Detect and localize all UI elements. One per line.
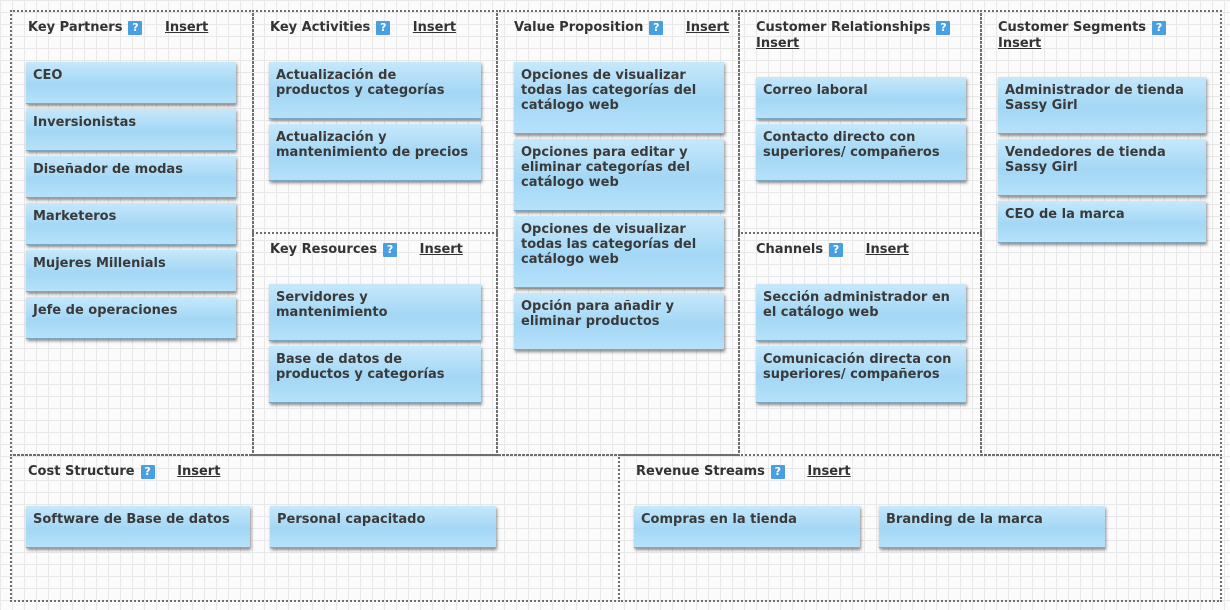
help-icon[interactable]: ? xyxy=(829,242,844,257)
section-title: Channels xyxy=(756,242,824,257)
sticky-note[interactable]: CEO xyxy=(26,62,236,104)
section-key-activities: Key Activities? Insert Actualización de … xyxy=(252,10,498,234)
help-icon[interactable]: ? xyxy=(128,20,143,35)
insert-link[interactable]: Insert xyxy=(177,464,221,479)
section-key-partners: Key Partners? Insert CEO Inversionistas … xyxy=(10,10,254,456)
help-icon[interactable]: ? xyxy=(936,20,951,35)
sticky-note[interactable]: Servidores y mantenimiento xyxy=(269,284,481,341)
insert-link[interactable]: Insert xyxy=(685,20,730,35)
section-title: Revenue Streams xyxy=(636,464,765,479)
sticky-note[interactable]: Correo laboral xyxy=(756,77,966,119)
sticky-note[interactable]: Sección administrador en el catálogo web xyxy=(756,284,966,341)
sticky-note[interactable]: Opciones para editar y eliminar categorí… xyxy=(514,139,724,211)
sticky-note[interactable]: Actualización y mantenimiento de precios xyxy=(269,124,481,181)
section-title: Key Partners xyxy=(28,20,123,35)
help-icon[interactable]: ? xyxy=(376,20,391,35)
help-icon[interactable]: ? xyxy=(140,464,155,479)
section-channels: Channels? Insert Sección administrador e… xyxy=(738,232,982,456)
sticky-note[interactable]: Diseñador de modas xyxy=(26,156,236,198)
section-title: Value Proposition xyxy=(514,20,644,35)
insert-link[interactable]: Insert xyxy=(412,20,457,35)
section-title: Customer Relationships xyxy=(756,20,931,35)
help-icon[interactable]: ? xyxy=(383,242,398,257)
sticky-note[interactable]: Opciones de visualizar todas las categor… xyxy=(514,216,724,288)
sticky-note[interactable]: Comunicación directa con superiores/ com… xyxy=(756,346,966,403)
sticky-note[interactable]: Contacto directo con superiores/ compañe… xyxy=(756,124,966,181)
section-title: Customer Segments xyxy=(998,20,1147,35)
sticky-note[interactable]: Jefe de operaciones xyxy=(26,297,236,339)
sticky-note[interactable]: Marketeros xyxy=(26,203,236,245)
section-title: Key Activities xyxy=(270,20,371,35)
section-customer-segments: Customer Segments? Insert Administrador … xyxy=(980,10,1222,456)
sticky-note[interactable]: Personal capacitado xyxy=(270,506,496,548)
sticky-note[interactable]: Software de Base de datos xyxy=(26,506,250,548)
insert-link[interactable]: Insert xyxy=(998,36,1042,51)
sticky-note[interactable]: Vendedores de tienda Sassy Girl xyxy=(998,139,1206,196)
sticky-note[interactable]: Compras en la tienda xyxy=(634,506,860,548)
sticky-note[interactable]: Opciones de visualizar todas las categor… xyxy=(514,62,724,134)
help-icon[interactable]: ? xyxy=(1152,20,1167,35)
section-title: Key Resources xyxy=(270,242,378,257)
sticky-note[interactable]: Branding de la marca xyxy=(879,506,1105,548)
insert-link[interactable]: Insert xyxy=(807,464,851,479)
sticky-note[interactable]: CEO de la marca xyxy=(998,201,1206,243)
sticky-note[interactable]: Administrador de tienda Sassy Girl xyxy=(998,77,1206,134)
section-customer-relationships: Customer Relationships? Insert Correo la… xyxy=(738,10,982,234)
sticky-note[interactable]: Actualización de productos y categorías xyxy=(269,62,481,119)
section-key-resources: Key Resources? Insert Servidores y mante… xyxy=(252,232,498,456)
sticky-note[interactable]: Mujeres Millenials xyxy=(26,250,236,292)
section-cost-structure: Cost Structure? Insert Software de Base … xyxy=(10,454,620,602)
insert-link[interactable]: Insert xyxy=(165,20,209,35)
sticky-note[interactable]: Inversionistas xyxy=(26,109,236,151)
section-revenue-streams: Revenue Streams? Insert Compras en la ti… xyxy=(618,454,1222,602)
section-value-proposition: Value Proposition? Insert Opciones de vi… xyxy=(496,10,740,456)
sticky-note[interactable]: Opción para añadir y eliminar productos xyxy=(514,293,724,350)
insert-link[interactable]: Insert xyxy=(756,36,800,51)
section-title: Cost Structure xyxy=(28,464,135,479)
help-icon[interactable]: ? xyxy=(649,20,664,35)
insert-link[interactable]: Insert xyxy=(419,242,463,257)
sticky-note[interactable]: Base de datos de productos y categorías xyxy=(269,346,481,403)
help-icon[interactable]: ? xyxy=(770,464,785,479)
insert-link[interactable]: Insert xyxy=(865,242,909,257)
